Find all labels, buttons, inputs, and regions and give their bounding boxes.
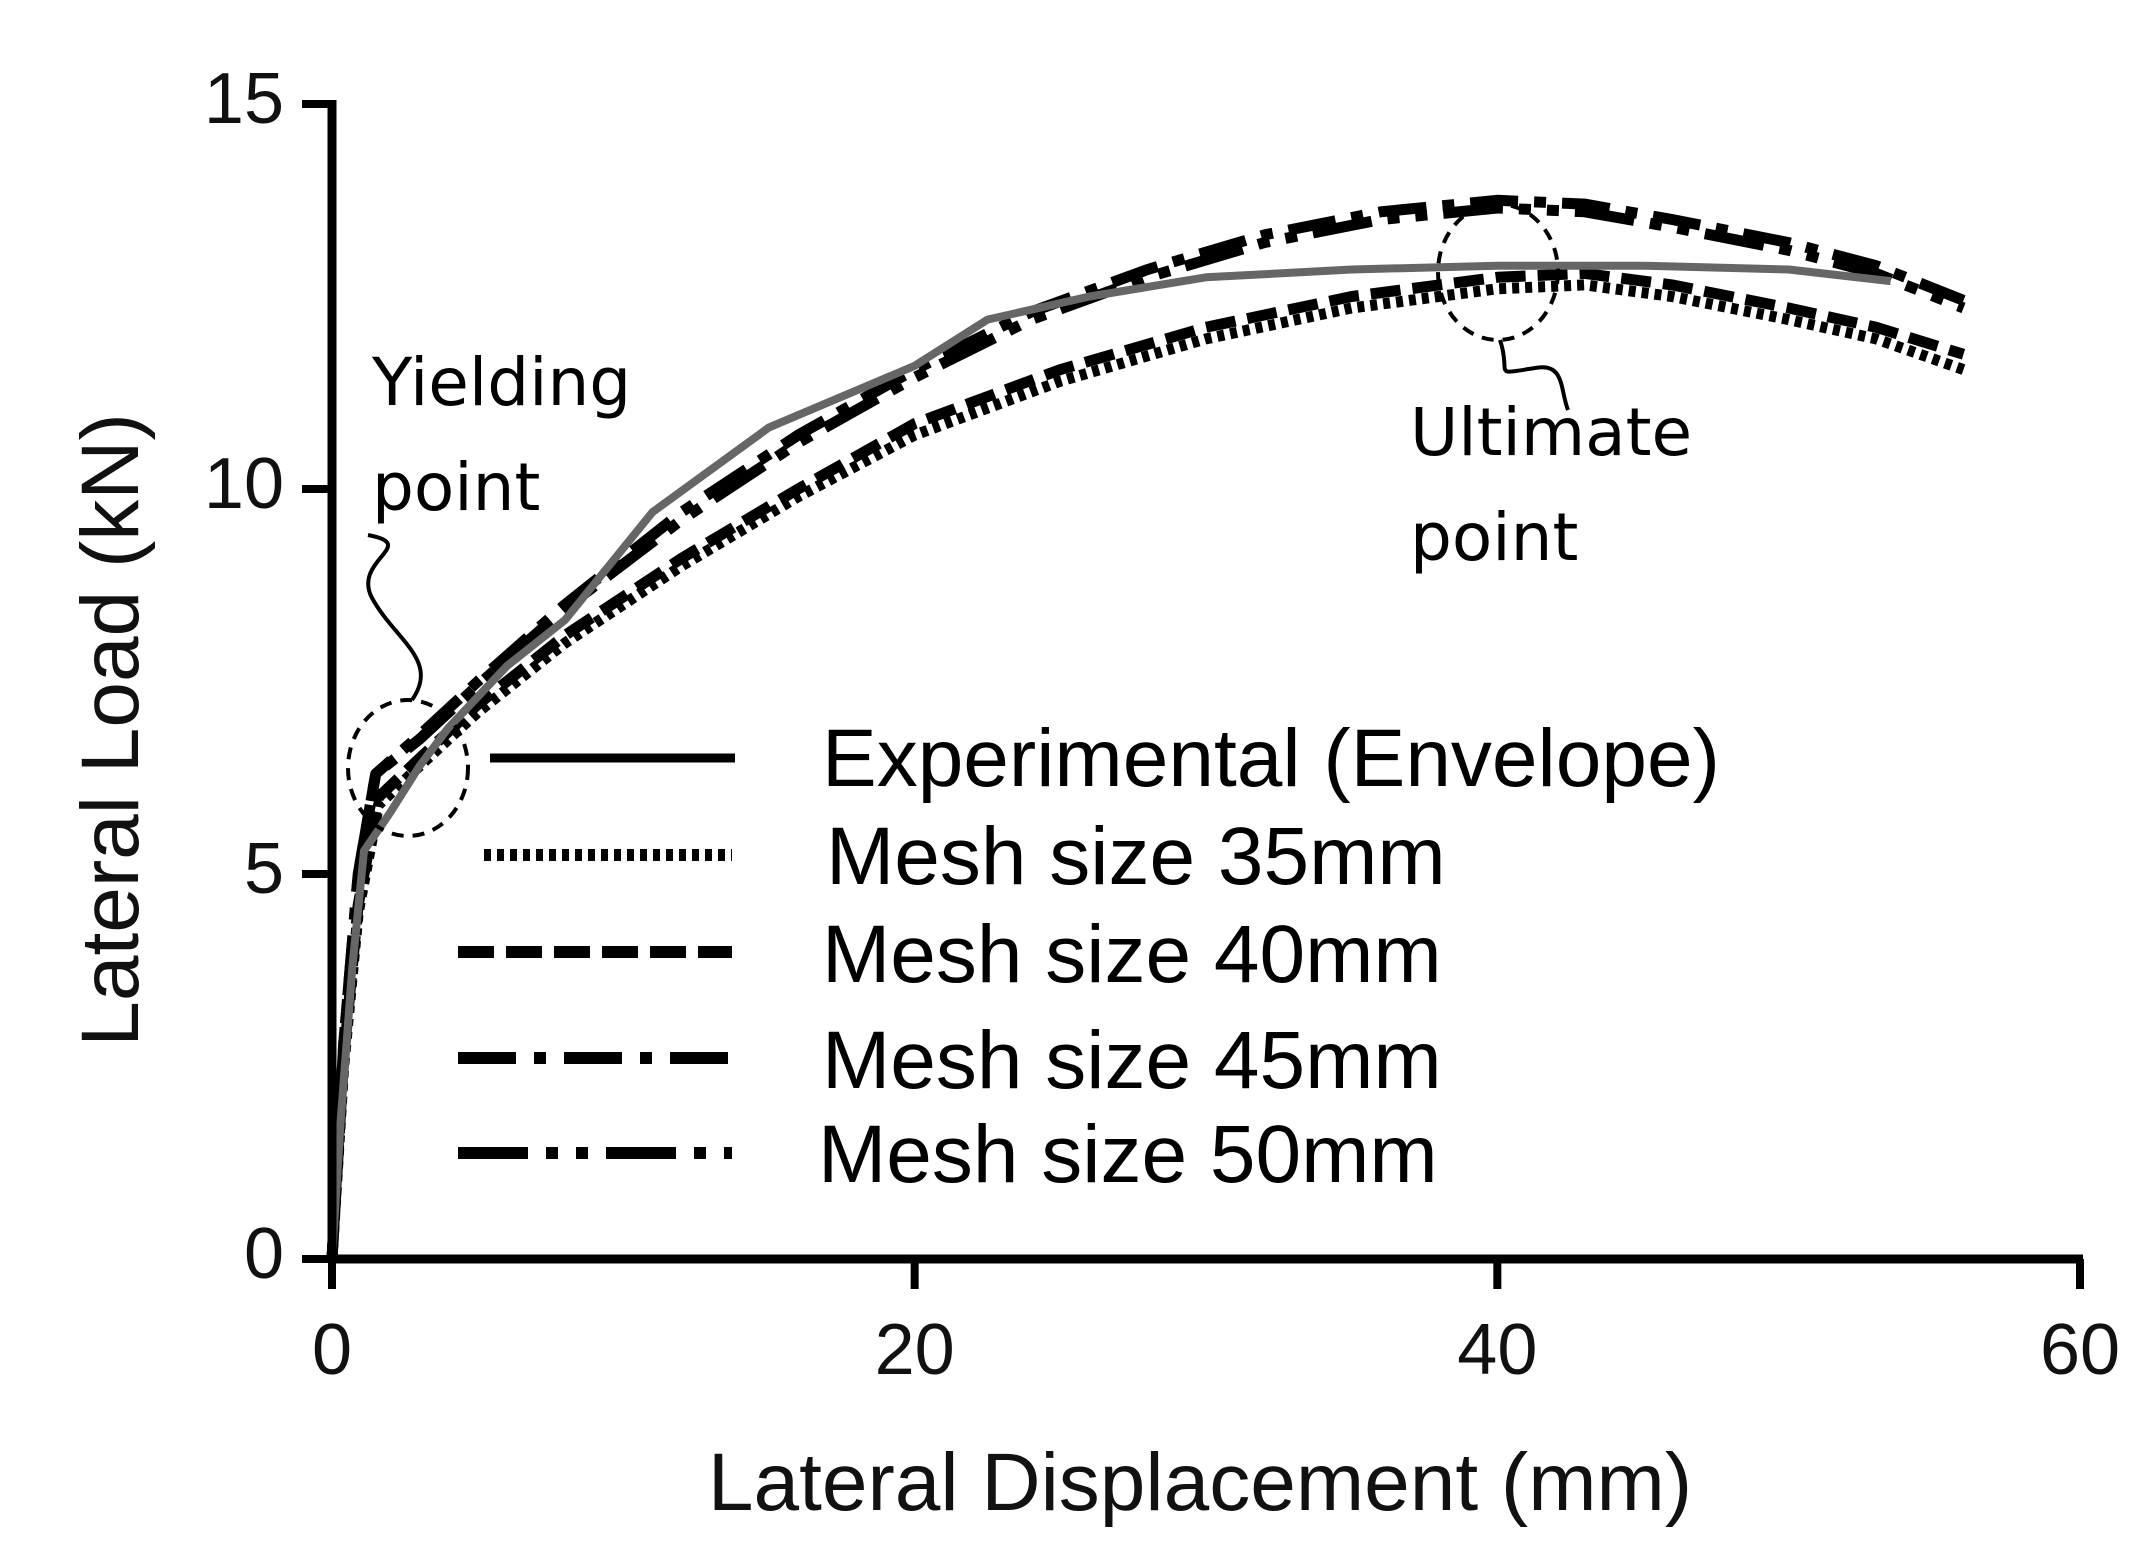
- y-tick-label: 5: [244, 829, 284, 909]
- series-line-3: [326, 194, 1966, 1260]
- yielding-point-leader-line: [366, 533, 423, 702]
- ultimate-point-marker: [1436, 202, 1560, 342]
- legend: Experimental (Envelope) Mesh size 35mm M…: [458, 713, 1720, 1200]
- y-tick-label: 10: [204, 444, 284, 524]
- x-tick-label: 40: [1457, 1310, 1537, 1390]
- ultimate-point-leader-line: [1498, 339, 1570, 411]
- axis-ticks: [302, 100, 2084, 1289]
- series-line-4: [326, 202, 1966, 1260]
- y-axis-title: Lateral Load (kN): [65, 413, 156, 1047]
- legend-item: Mesh size 35mm: [484, 811, 1446, 902]
- legend-label: Mesh size 45mm: [822, 1015, 1442, 1106]
- x-tick-label: 20: [875, 1310, 955, 1390]
- yielding-point-label: Yielding: [371, 344, 631, 421]
- legend-item: Experimental (Envelope): [490, 713, 1720, 804]
- legend-label: Mesh size 50mm: [818, 1109, 1438, 1200]
- y-tick-label: 0: [244, 1214, 284, 1294]
- x-tick-label: 0: [312, 1310, 352, 1390]
- x-axis-title: Lateral Displacement (mm): [708, 1437, 1692, 1528]
- legend-item: Mesh size 50mm: [458, 1109, 1438, 1200]
- ultimate-point-label: Ultimate: [1410, 394, 1692, 471]
- series-line-2: [326, 267, 1966, 1260]
- axes: [327, 100, 2083, 1264]
- plot-lines: [326, 194, 1966, 1260]
- annotations: Yielding point Ultimate point: [346, 202, 1692, 838]
- legend-item: Mesh size 40mm: [458, 909, 1442, 1000]
- legend-label: Mesh size 35mm: [826, 811, 1446, 902]
- yielding-point-marker: [346, 698, 470, 838]
- y-tick-label: 15: [204, 59, 284, 139]
- yielding-point-label: point: [372, 449, 540, 526]
- ultimate-point-label: point: [1410, 499, 1578, 576]
- series-line-1: [326, 279, 1966, 1260]
- legend-label: Mesh size 40mm: [822, 909, 1442, 1000]
- series-line-0: [328, 261, 1892, 1260]
- legend-label: Experimental (Envelope): [822, 713, 1720, 804]
- legend-item: Mesh size 45mm: [458, 1015, 1442, 1106]
- x-tick-label: 60: [2040, 1310, 2120, 1390]
